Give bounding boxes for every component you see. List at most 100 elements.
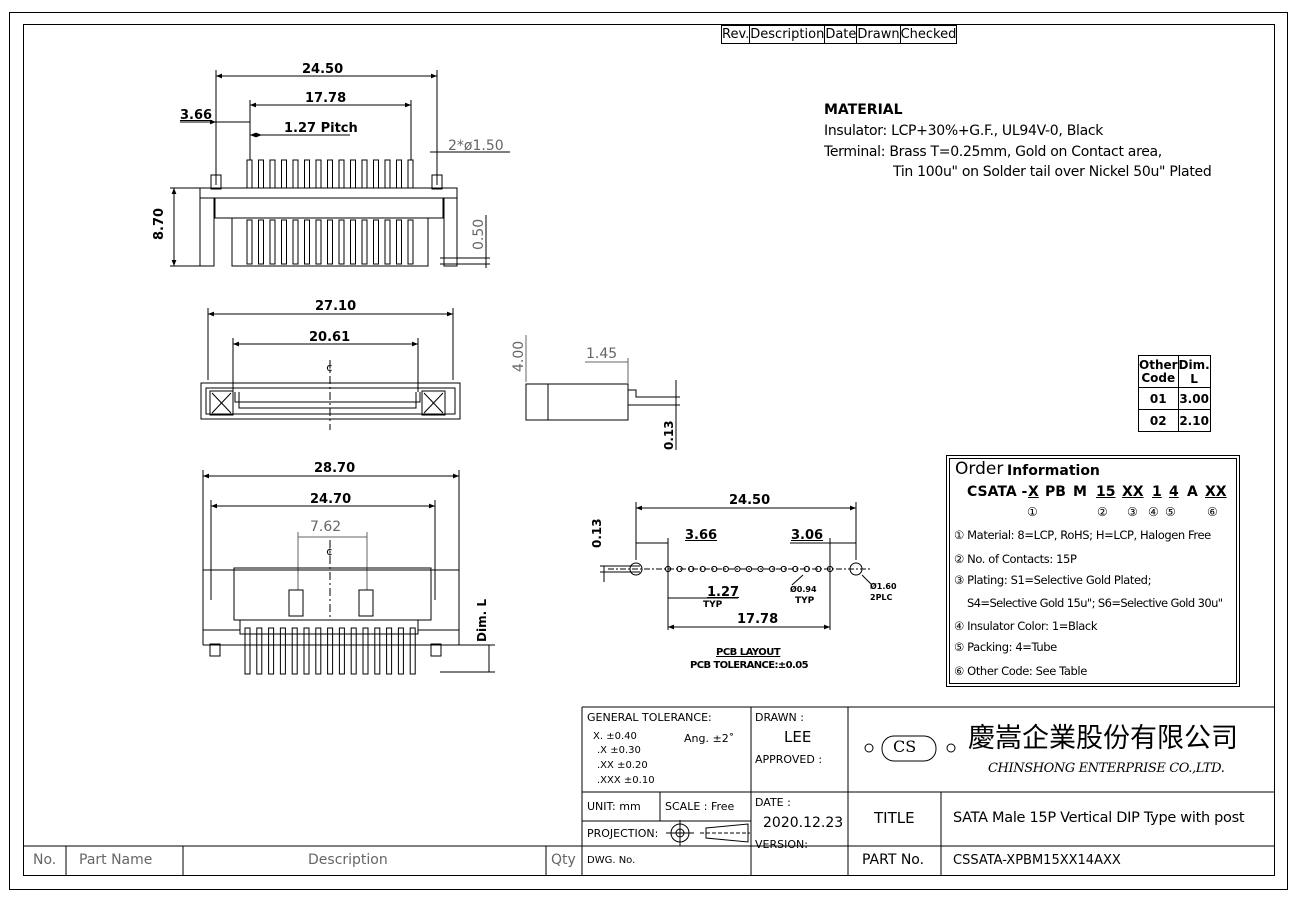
tolerance-angle: Ang. ±2˚ — [684, 732, 735, 745]
order-information-box: Order Information CSATA - X PB M 15 XX 1… — [946, 455, 1240, 687]
pcb-hole — [699, 565, 706, 573]
front-pin — [279, 627, 286, 675]
order-line-contacts: ② No. of Contacts: 15P — [954, 552, 1077, 566]
order-code-prefix: CSATA - — [967, 484, 1028, 500]
front-pin — [362, 627, 369, 675]
company-logo: CS — [893, 737, 917, 756]
top-view — [170, 70, 510, 268]
part-no-value: CSSATA-XPBM15XX14AXX — [953, 853, 1121, 868]
dim-side-1-45: 1.45 — [586, 346, 618, 362]
order-circle-5: ⑤ — [1165, 505, 1176, 519]
revision-table: Rev. Description Date Drawn Checked — [720, 25, 958, 44]
top-pin — [350, 159, 356, 189]
front-view — [202, 470, 495, 675]
top-pin-lower — [281, 219, 287, 265]
order-line-other: ⑥ Other Code: See Table — [954, 664, 1087, 678]
front-pin — [268, 627, 275, 675]
order-circle-3: ③ — [1127, 505, 1138, 519]
dim-pcb-hole-typ: TYP — [795, 596, 815, 606]
order-code-other: XX — [1205, 484, 1227, 500]
dim-post-diameter: 2*ø1.50 — [448, 138, 504, 154]
order-code-m: M — [1073, 484, 1087, 500]
pcb-hole — [745, 565, 753, 573]
material-terminal-1: Terminal: Brass T=0.25mm, Gold on Contac… — [824, 144, 1162, 160]
dim-pcb-post-plc: 2PLC — [870, 593, 893, 602]
front-pin — [386, 627, 393, 675]
dim-pcb-hole: Ø0.94 — [790, 585, 817, 594]
parts-name-header: Part Name — [79, 852, 153, 868]
dim-front-7-62: 7.62 — [310, 519, 342, 535]
drawn-value: LEE — [784, 728, 812, 746]
dim-top-3-66: 3.66 — [180, 108, 213, 123]
dim-top-17-78: 17.78 — [305, 91, 347, 106]
dim-l-header: Dim. L — [1177, 355, 1211, 388]
checked-header: Checked — [899, 25, 958, 44]
pcb-hole — [792, 565, 799, 573]
pcb-layout-view — [600, 502, 873, 630]
tolerance-xxxx: .XXX ±0.10 — [597, 775, 655, 786]
pcb-hole — [664, 565, 672, 573]
front-centerline-mark: ¢ — [326, 545, 333, 558]
order-circle-4: ④ — [1148, 505, 1159, 519]
scale-label: SCALE : Free — [665, 800, 735, 813]
pcb-hole — [769, 565, 776, 573]
title-value: SATA Male 15P Vertical DIP Type with pos… — [953, 810, 1245, 826]
dim-front-24-70: 24.70 — [310, 492, 352, 507]
pcb-hole — [803, 565, 810, 573]
front-pin — [338, 627, 345, 675]
inner-border — [23, 24, 1275, 876]
top-pin — [281, 159, 287, 189]
order-code-plating: XX — [1122, 484, 1144, 500]
dim-pcb-post: Ø1.60 — [870, 582, 897, 591]
material-title: MATERIAL — [824, 102, 903, 118]
order-circle-6: ⑥ — [1207, 505, 1218, 519]
order-circle-1: ① — [1027, 505, 1038, 519]
parts-qty-header: Qty — [551, 852, 576, 868]
pcb-hole — [722, 565, 729, 573]
dwg-no-label: DWG. No. — [587, 855, 636, 866]
top-pin-lower — [361, 219, 368, 265]
front-pin — [315, 627, 322, 675]
dim-l-01: 3.00 — [1177, 387, 1211, 410]
top-pin-lower — [246, 219, 253, 265]
top-pin-lower — [315, 219, 322, 265]
outer-border — [9, 12, 1288, 890]
order-title-b: Information — [1007, 463, 1100, 479]
part-no-label: PART No. — [862, 852, 925, 868]
top-pin-lower — [373, 219, 379, 265]
order-circle-2: ② — [1097, 505, 1108, 519]
top-pin — [407, 159, 414, 189]
top-pin-lower — [269, 219, 276, 265]
top-pin — [396, 159, 402, 189]
pcb-hole — [734, 565, 741, 573]
pcb-hole — [711, 565, 718, 573]
order-code-a: A — [1187, 484, 1198, 500]
dim-pcb-3-06: 3.06 — [791, 528, 824, 543]
top-pin — [361, 159, 368, 189]
title-label: TITLE — [874, 809, 915, 827]
parts-description-header: Description — [308, 852, 388, 868]
top-pin-lower — [327, 219, 333, 265]
top-pin-lower — [338, 219, 345, 265]
general-tolerance-label: GENERAL TOLERANCE: — [587, 711, 712, 724]
top-pin-lower — [292, 219, 299, 265]
pcb-hole — [815, 565, 822, 573]
order-code-pb: PB — [1045, 484, 1066, 500]
pcb-hole — [780, 565, 787, 573]
dim-top-24-50: 24.50 — [302, 62, 344, 77]
top-pin-lower — [258, 219, 264, 265]
side-view — [525, 335, 680, 450]
pcb-hole — [757, 565, 764, 573]
projection-label: PROJECTION: — [587, 827, 659, 840]
top-pin-lower — [350, 219, 356, 265]
order-line-material: ① Material: 8=LCP, RoHS; H=LCP, Halogen … — [954, 528, 1211, 542]
order-code-color: 1 — [1152, 484, 1162, 500]
top-pin — [315, 159, 322, 189]
approved-label: APPROVED : — [755, 753, 823, 766]
other-code-header: Other Code — [1138, 355, 1179, 388]
pcb-hole — [826, 565, 834, 573]
top-pin — [338, 159, 345, 189]
date-header: Date — [824, 25, 858, 44]
dim-pcb-24-50: 24.50 — [729, 493, 771, 508]
company-name-cn: 慶嵩企業股份有限公司 — [968, 723, 1238, 754]
